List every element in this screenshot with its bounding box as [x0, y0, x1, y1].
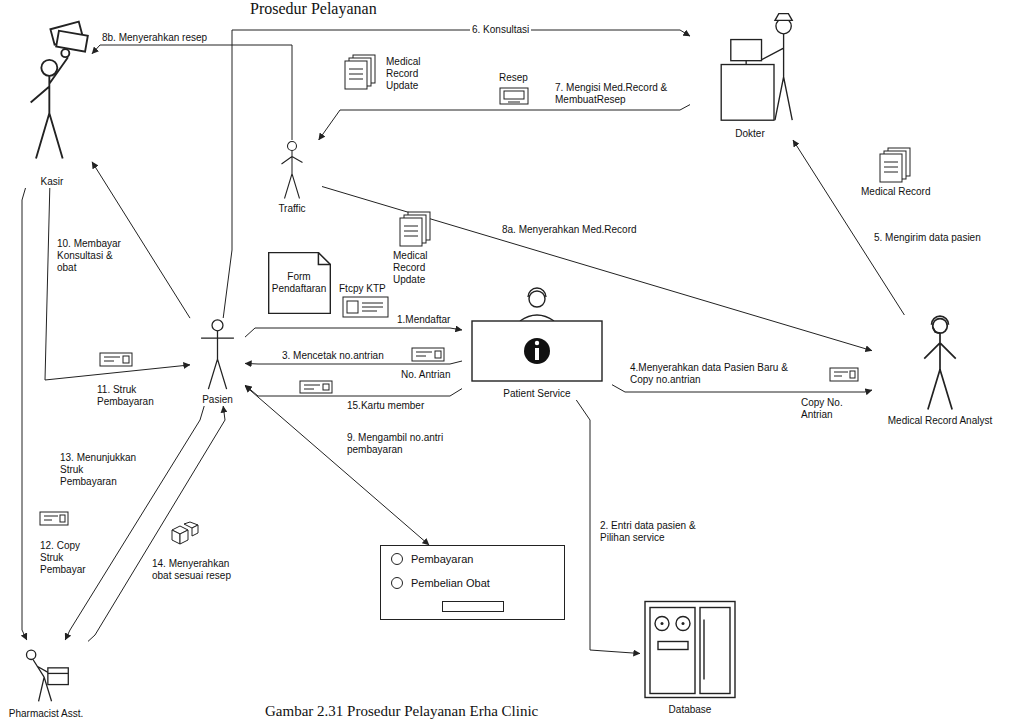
node-text: Form Pendaftaran — [272, 271, 327, 295]
icon-label: Medical Record Update — [392, 250, 442, 286]
receipt-icon — [100, 353, 132, 366]
db-figure — [640, 598, 740, 701]
actor-label: Patient Service — [503, 388, 570, 400]
kiosk-panel: PembayaranPembelian Obat — [380, 545, 565, 620]
edge-label: 14. Menyerahkan obat sesuai resep — [150, 558, 239, 582]
connector — [793, 140, 904, 315]
analyst-figure — [872, 315, 1008, 412]
edge-label: 6. Konsultasi — [470, 24, 531, 36]
icon-label: Medical Record Update — [385, 56, 435, 92]
actor-label: Kasir — [41, 176, 64, 188]
display-slot — [442, 601, 504, 612]
person-figure — [262, 140, 322, 200]
edge-label: 2. Entri data pasien & Pilihan service — [598, 520, 722, 544]
option-text: Pembayaran — [411, 553, 473, 565]
edge-label: 3. Mencetak no.antrian — [280, 350, 386, 362]
connector — [245, 386, 429, 545]
pharm-figure — [4, 640, 88, 705]
icon-label: Copy No. Antrian — [800, 397, 867, 421]
edge-label: 9. Mengambil no.antri pembayaran — [345, 432, 464, 456]
edge-label: 10. Membayar Konsultasi & obat — [55, 238, 131, 274]
actor-label: Dokter — [735, 128, 764, 140]
actor-node: Kasir — [12, 8, 92, 188]
id-card-icon — [343, 297, 388, 317]
connector — [88, 406, 225, 641]
connector — [45, 188, 190, 380]
actor-node: Medical Record Analyst — [872, 315, 1008, 427]
edge-label: 15.Kartu member — [345, 400, 426, 412]
ticket-icon — [412, 348, 444, 361]
option-row: Pembayaran — [391, 553, 554, 565]
service-figure — [462, 285, 612, 385]
icon-label: No. Antrian — [400, 369, 451, 381]
edge-label: 5. Mengirim data pasien — [872, 232, 983, 244]
actor-label: Pharmacist Asst. — [9, 708, 83, 720]
document-shape: Form Pendaftaran — [268, 252, 331, 314]
receipt-icon — [40, 512, 68, 525]
record-stack-icon — [345, 55, 375, 89]
actor-node: Traffic — [262, 140, 322, 215]
connector — [92, 45, 292, 140]
actor-node: Pharmacist Asst. — [4, 640, 88, 720]
edge-label: 1.Mendaftar — [395, 314, 452, 326]
medicine-icon — [172, 522, 198, 544]
edge-label: 7. Mengisi Med.Record & MembuatResep — [553, 82, 682, 106]
diagram-title: Prosedur Pelayanan — [250, 0, 377, 18]
edge-label: 13. Menunjukkan Struk Pembayaran — [58, 452, 144, 488]
option-text: Pembelian Obat — [411, 577, 490, 589]
connector — [319, 105, 690, 140]
edge-label: 4.Menyerahkan data Pasien Baru & Copy no… — [628, 362, 812, 386]
ticket-icon — [830, 368, 858, 381]
actor-node: Dokter — [690, 5, 810, 140]
option-row: Pembelian Obat — [391, 577, 554, 589]
connector — [65, 406, 204, 640]
icon-label: Ftcpy KTP — [338, 283, 387, 295]
edge-label: 8b. Menyerahkan resep — [100, 32, 209, 44]
edge-label: 11. Struk Pembayaran — [95, 384, 161, 408]
radio-circle — [391, 553, 403, 565]
recipe-icon — [500, 88, 528, 104]
connector — [223, 30, 690, 318]
icon-label: Resep — [498, 72, 529, 84]
patient-figure — [190, 318, 245, 391]
database-node: Database — [640, 598, 740, 716]
connector — [245, 328, 462, 337]
edge-label: 12. Copy Struk Pembayar — [38, 540, 98, 576]
radio-circle — [391, 577, 403, 589]
doctor-figure — [690, 5, 810, 125]
figure-caption: Gambar 2.31 Prosedur Pelayanan Erha Clin… — [265, 702, 538, 720]
member-card-icon — [300, 381, 332, 393]
actor-label: Database — [669, 704, 712, 716]
connector — [22, 188, 27, 640]
kasir-figure — [12, 8, 92, 173]
connector — [245, 385, 462, 396]
actor-label: Medical Record Analyst — [888, 415, 993, 427]
record-stack-icon — [400, 212, 430, 246]
actor-node: Pasien — [190, 318, 245, 406]
actor-label: Traffic — [278, 203, 305, 215]
record-stack-icon — [880, 148, 910, 182]
actor-label: Pasien — [202, 394, 233, 406]
icon-label: Medical Record — [860, 186, 931, 198]
edge-label: 8a. Menyerahkan Med.Record — [500, 224, 639, 236]
actor-node: Patient Service — [462, 285, 612, 400]
